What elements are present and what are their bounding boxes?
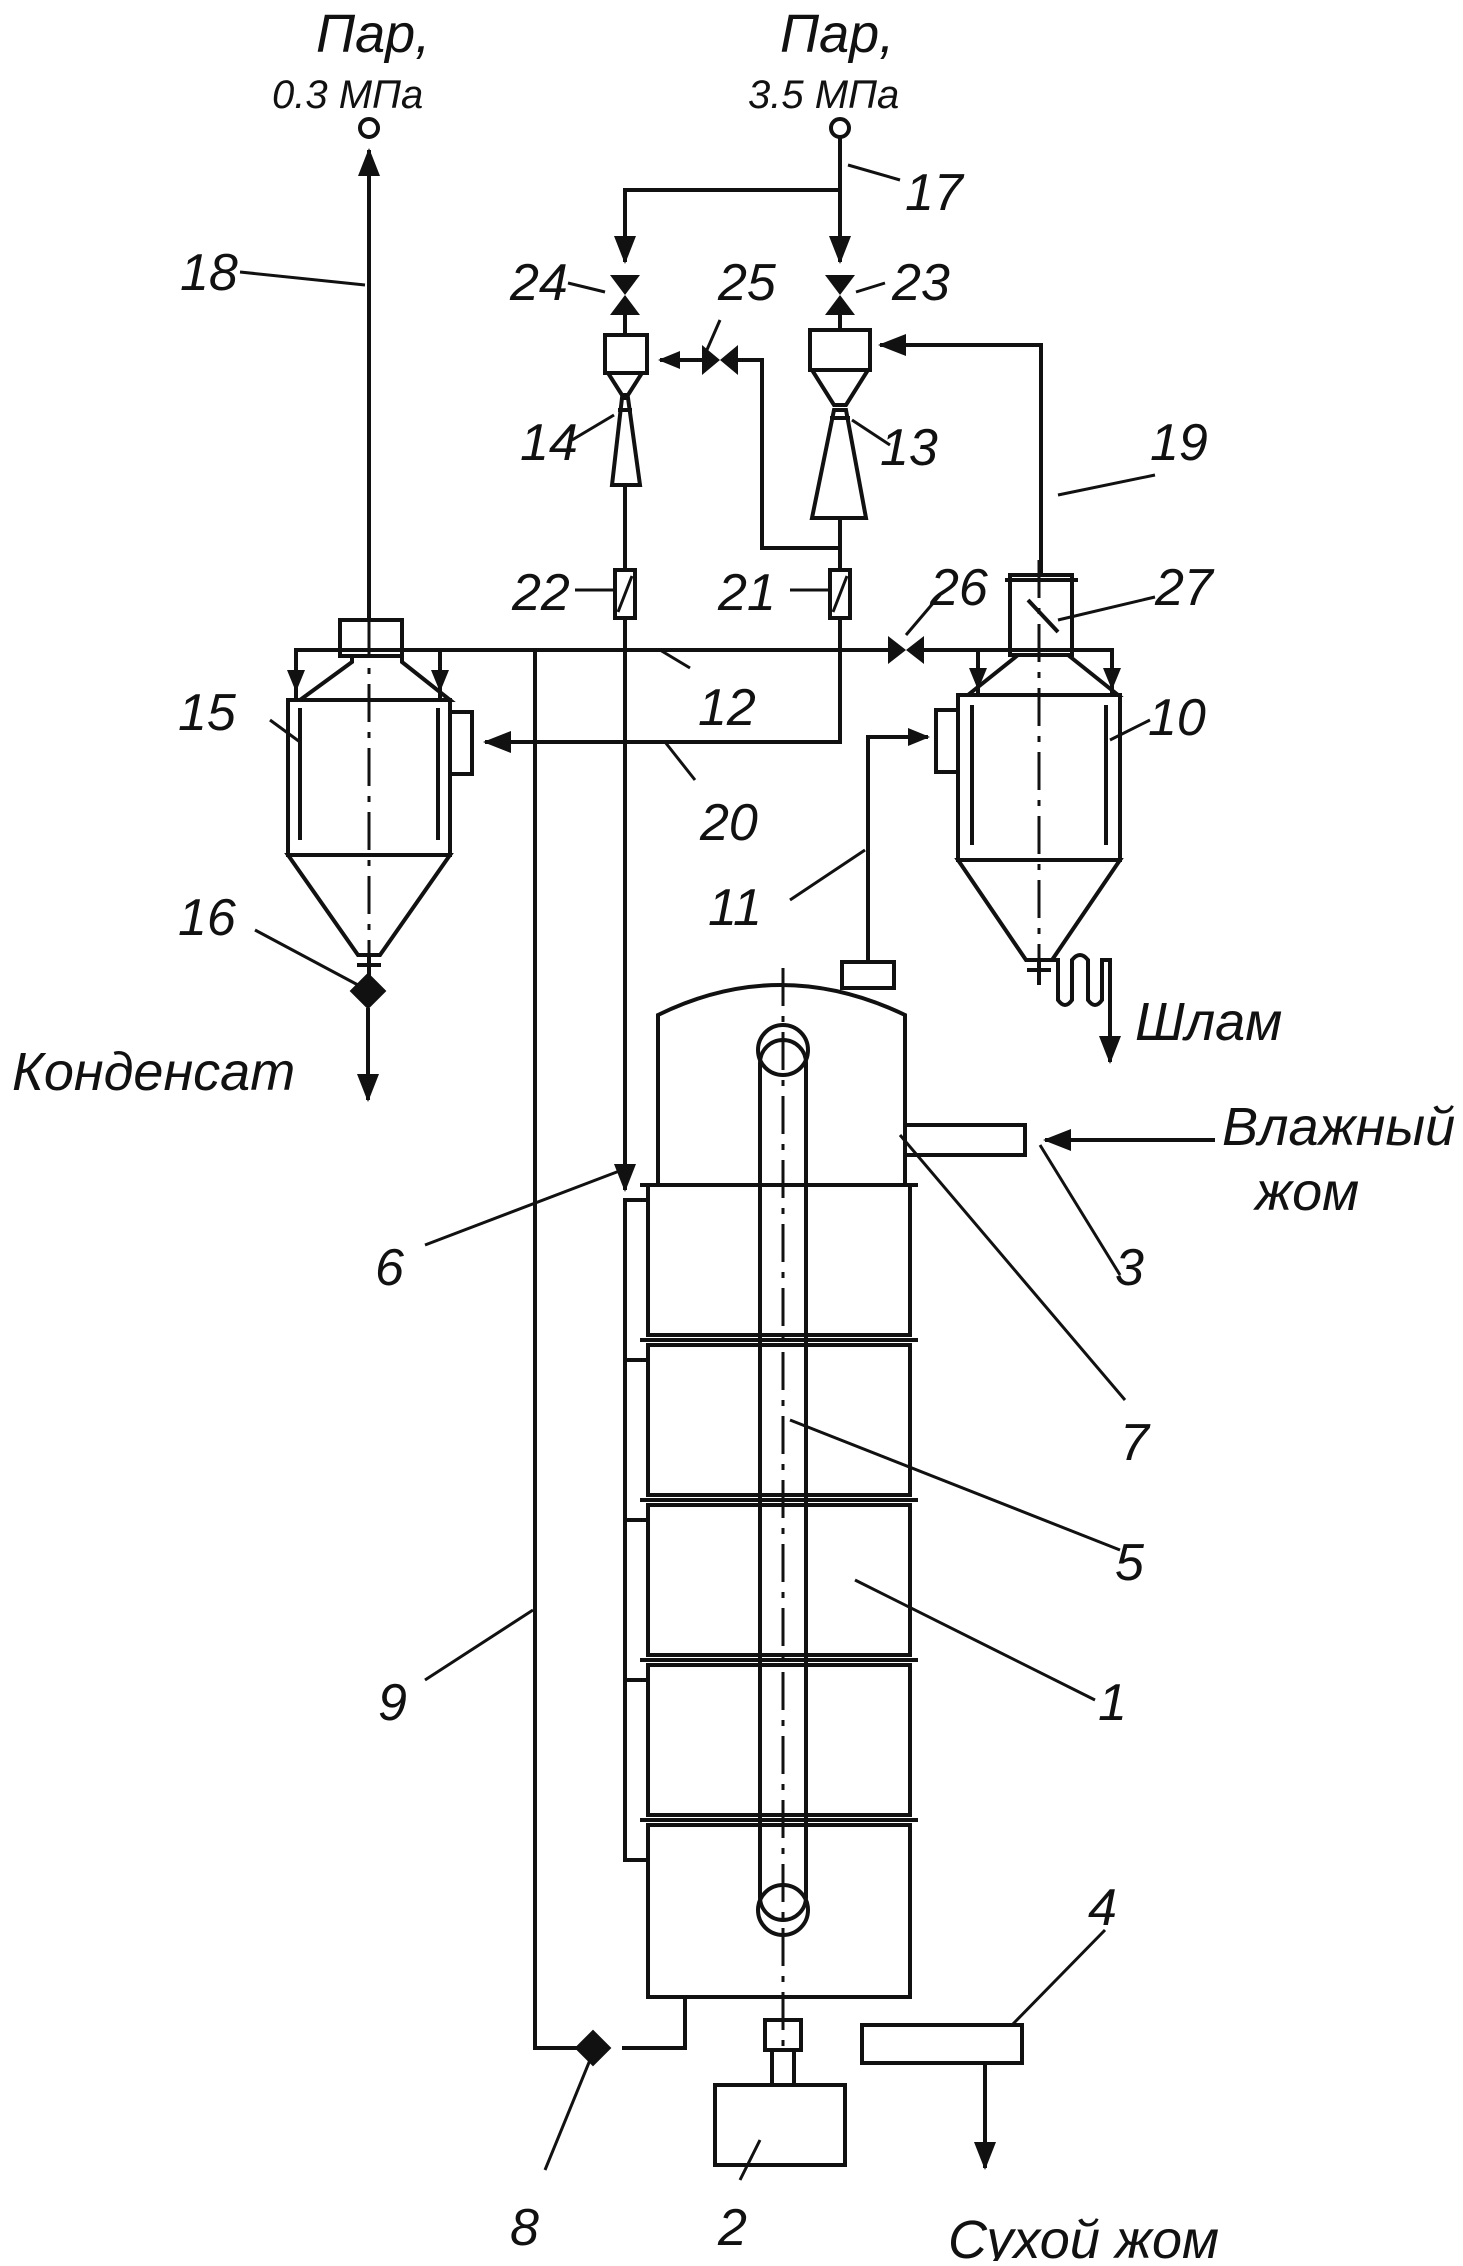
dry-pulp-label: Сухой жом (948, 2210, 1219, 2261)
line-9 (535, 650, 578, 2048)
label-1: 1 (1098, 1674, 1127, 1732)
separator-15 (288, 620, 472, 1100)
line-20 (485, 618, 840, 742)
dryer-section-2 (648, 1345, 910, 1495)
ejector-13-head (810, 330, 870, 370)
text-labels: Пар, 0.3 МПа Пар, 3.5 МПа Конденсат Шлам… (12, 4, 1455, 2261)
label-14: 14 (520, 414, 578, 472)
dryer-section-4 (648, 1665, 910, 1815)
label-18: 18 (180, 244, 238, 302)
steam-high-label: Пар, (780, 4, 894, 64)
steam-high-pressure-label: 3.5 МПа (748, 73, 899, 117)
label-7: 7 (1120, 1414, 1151, 1472)
label-24: 24 (509, 254, 568, 312)
dryer-column (622, 962, 1025, 2168)
wet-pulp-inlet (905, 1125, 1025, 1155)
trap-8 (575, 2030, 612, 2067)
label-12: 12 (698, 679, 756, 737)
valve-23 (825, 275, 855, 315)
drive-motor (715, 2085, 845, 2165)
label-25: 25 (717, 254, 777, 312)
sludge-seal (1052, 955, 1110, 1052)
pipelines (360, 119, 1215, 2066)
label-26: 26 (929, 559, 988, 617)
label-17: 17 (905, 164, 965, 222)
leader-lines (240, 165, 1155, 2180)
label-10: 10 (1148, 689, 1206, 747)
separator-10-damper (1028, 600, 1058, 632)
label-20: 20 (699, 794, 758, 852)
label-22: 22 (511, 564, 570, 622)
ejector-14-head (605, 335, 647, 373)
wet-pulp-label-2: жом (1253, 1162, 1359, 1222)
line-11 (868, 737, 928, 962)
separator-10-side-inlet (936, 710, 958, 772)
separator-10 (936, 560, 1120, 1062)
label-19: 19 (1150, 414, 1208, 472)
label-27: 27 (1154, 559, 1215, 617)
label-13: 13 (880, 419, 938, 477)
ejector-13-diffuser (812, 410, 866, 518)
dryer-section-3 (648, 1505, 910, 1655)
label-23: 23 (891, 254, 950, 312)
dryer-section-bottom (648, 1825, 910, 1997)
label-2: 2 (717, 2199, 747, 2257)
sludge-label: Шлам (1135, 992, 1282, 1052)
wet-pulp-label-1: Влажный (1222, 1097, 1455, 1157)
vapor-outlet-nozzle (842, 962, 894, 988)
steam-low-pressure-label: 0.3 МПа (272, 73, 423, 117)
valve-26 (888, 636, 924, 664)
label-15: 15 (178, 684, 237, 742)
dryer-section-1 (648, 1185, 910, 1335)
steam-low-label: Пар, (316, 4, 430, 64)
number-labels: 1 2 3 4 5 6 7 8 9 10 11 12 13 14 15 16 1… (178, 164, 1215, 2257)
valve-24 (610, 275, 640, 315)
label-9: 9 (378, 1674, 407, 1732)
label-11: 11 (708, 879, 762, 937)
condensate-label: Конденсат (12, 1042, 295, 1102)
label-8: 8 (510, 2199, 539, 2257)
label-3: 3 (1115, 1239, 1144, 1297)
dry-pulp-conveyor (862, 2025, 1022, 2063)
label-21: 21 (717, 564, 776, 622)
label-4: 4 (1088, 1879, 1117, 1937)
condensate-trap (350, 973, 387, 1010)
separator-15-side-inlet (450, 712, 472, 774)
steam-manifold (625, 1200, 648, 1860)
label-16: 16 (178, 889, 236, 947)
label-6: 6 (375, 1239, 404, 1297)
label-5: 5 (1115, 1534, 1145, 1592)
